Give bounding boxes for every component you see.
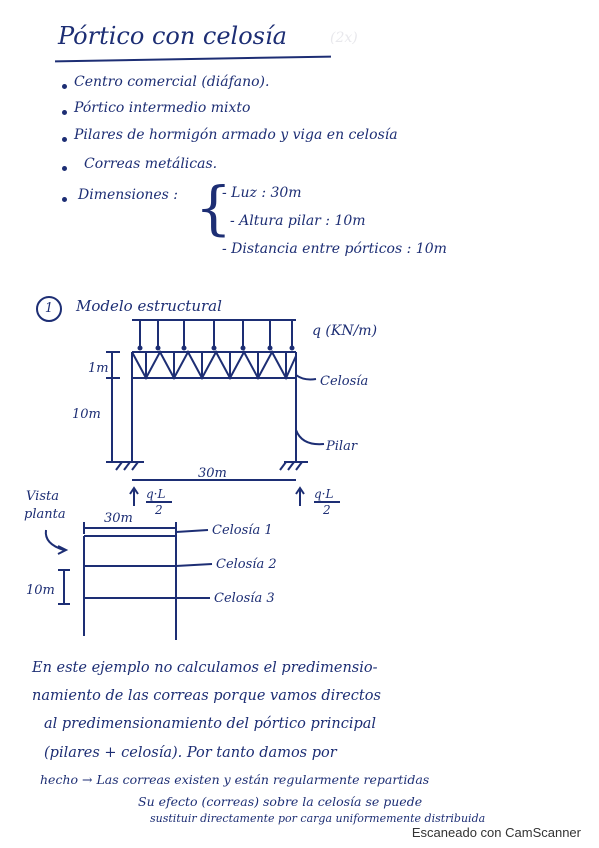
column-height-label: 10m bbox=[72, 407, 101, 422]
bullet-item: Pórtico intermedio mixto bbox=[74, 100, 251, 116]
column-leader bbox=[295, 429, 325, 446]
section-number: 1 bbox=[36, 296, 62, 322]
plan-spacing-label: 10m bbox=[26, 583, 55, 598]
dimension-item: - Altura pilar : 10m bbox=[230, 213, 366, 229]
bullet-item: Pilares de hormigón armado y viga en cel… bbox=[74, 127, 398, 143]
paragraph-line: (pilares + celosía). Por tanto damos por bbox=[44, 745, 337, 761]
paragraph-line: al predimensionamiento del pórtico princ… bbox=[44, 716, 377, 732]
bullet-dot bbox=[62, 137, 67, 142]
paragraph-line: En este ejemplo no calculamos el predime… bbox=[32, 660, 378, 676]
bullet-dot bbox=[62, 84, 67, 89]
scanner-watermark: Escaneado con CamScanner bbox=[411, 825, 581, 840]
plan-label-1: Vista bbox=[26, 489, 59, 504]
bullet-dot bbox=[62, 197, 67, 202]
reaction-right-den: 2 bbox=[322, 503, 331, 517]
plan-view-arrow bbox=[44, 529, 65, 551]
bullet-dot bbox=[62, 110, 67, 115]
frame-diagram bbox=[106, 319, 340, 506]
section-title: Modelo estructural bbox=[76, 297, 222, 315]
page-title: Pórtico con celosía bbox=[58, 22, 287, 50]
reaction-right-num: q·L bbox=[314, 487, 333, 501]
truss-leader bbox=[295, 374, 317, 381]
truss-height-label: 1m bbox=[88, 361, 109, 376]
bullet-item: Correas metálicas. bbox=[84, 156, 218, 172]
column-label: Pilar bbox=[325, 439, 358, 454]
load-arrowheads bbox=[137, 345, 295, 351]
load-arrows bbox=[139, 320, 293, 346]
paragraph-line: namiento de las correas porque vamos dir… bbox=[32, 688, 381, 704]
dimension-item: - Luz : 30m bbox=[222, 185, 302, 201]
plan-truss-2: Celosía 2 bbox=[216, 557, 277, 572]
bullet-item: Centro comercial (diáfano). bbox=[74, 74, 270, 90]
paragraph-line: hecho → Las correas existen y están regu… bbox=[40, 772, 430, 787]
load-label: q (KN/m) bbox=[312, 323, 377, 339]
plan-width-label: 30m bbox=[104, 511, 133, 526]
plan-label-2: planta bbox=[24, 507, 66, 522]
reaction-left-num: q·L bbox=[146, 487, 165, 501]
plan-truss-3: Celosía 3 bbox=[214, 591, 275, 606]
reaction-left-den: 2 bbox=[154, 503, 163, 517]
plan-truss-1: Celosía 1 bbox=[212, 523, 273, 538]
dimension-item: - Distancia entre pórticos : 10m bbox=[222, 241, 447, 257]
paragraph-line: Su efecto (correas) sobre la celosía se … bbox=[138, 794, 423, 809]
span-label: 30m bbox=[198, 466, 227, 481]
plan-diagram bbox=[44, 522, 213, 640]
paragraph-line: sustituir directamente por carga uniform… bbox=[150, 812, 486, 825]
curly-brace: { bbox=[195, 174, 232, 242]
bullet-dot bbox=[62, 166, 67, 171]
show-through-mark: (2x) bbox=[330, 30, 358, 46]
dimensions-label: Dimensiones : bbox=[78, 187, 179, 203]
truss-diagonals bbox=[131, 349, 297, 381]
truss-label: Celosía bbox=[320, 374, 368, 389]
